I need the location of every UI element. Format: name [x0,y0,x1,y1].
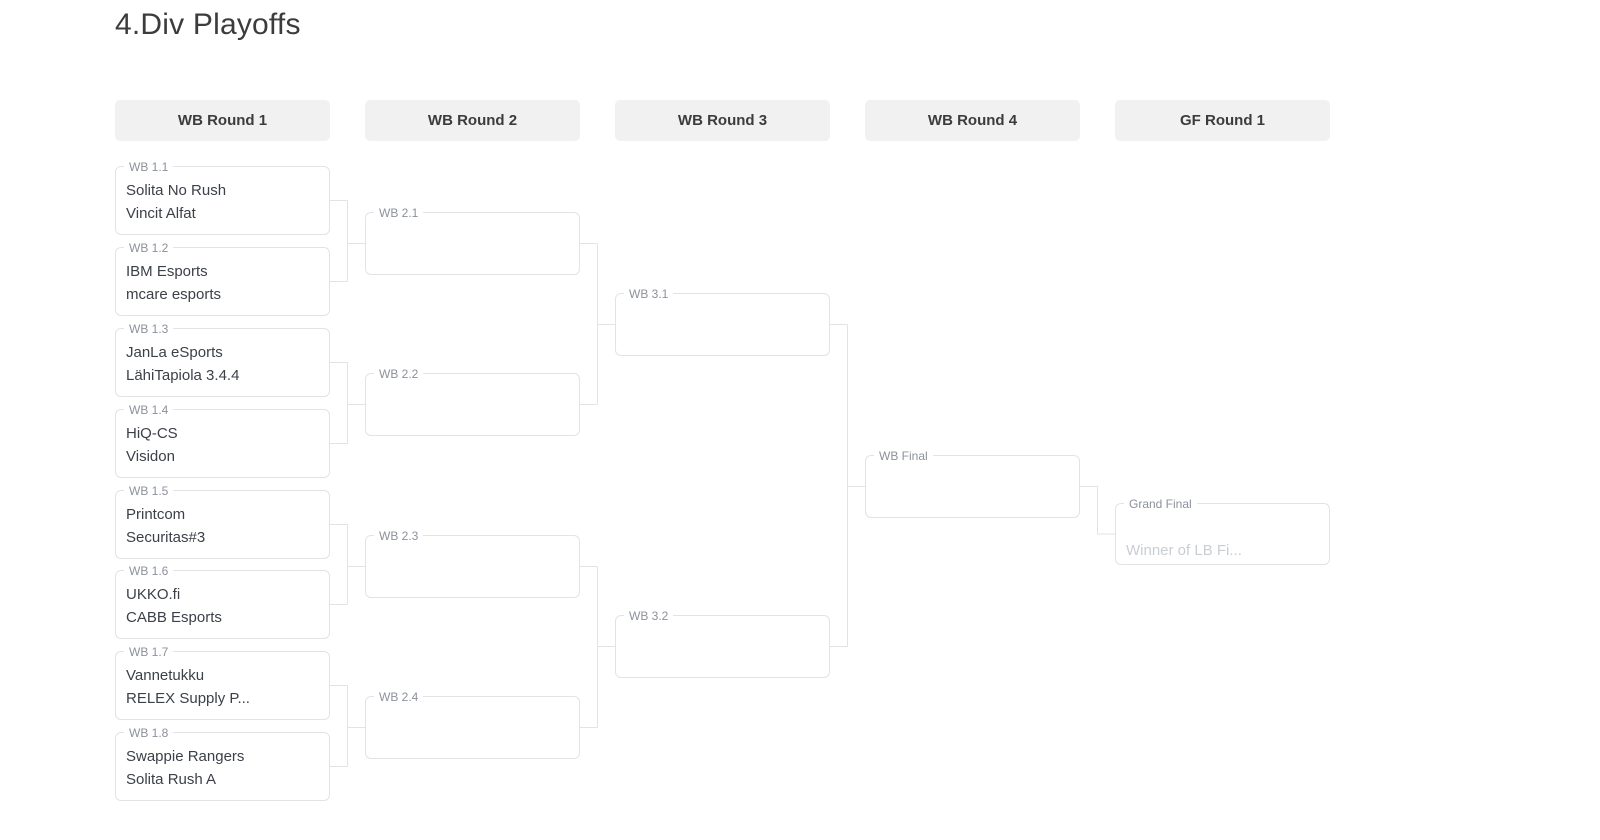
opponents [366,536,579,594]
team-name[interactable]: Solita Rush A [126,771,217,788]
match-wb-final[interactable]: WB Final [865,448,1080,518]
match-label: WB 2.3 [374,528,424,544]
team-slot-empty[interactable] [616,651,829,674]
opponents: Vannetukku RELEX Supply P... [116,652,329,710]
match-wb-1-2[interactable]: WB 1.2 IBM Esports mcare esports [115,240,330,316]
round-header-wb-round-3: WB Round 3 [615,100,830,141]
match-wb-3-2[interactable]: WB 3.2 [615,608,830,678]
match-label: WB 1.8 [124,725,174,741]
team-slot-empty[interactable] [616,628,829,651]
team-name[interactable]: UKKO.fi [126,586,181,603]
match-label: WB 1.7 [124,644,174,660]
match-wb-2-3[interactable]: WB 2.3 [365,528,580,598]
match-label: WB 1.5 [124,483,174,499]
match-label: WB 1.1 [124,159,174,175]
round-header-wb-round-4: WB Round 4 [865,100,1080,141]
match-wb-1-8[interactable]: WB 1.8 Swappie Rangers Solita Rush A [115,725,330,801]
match-wb-1-5[interactable]: WB 1.5 Printcom Securitas#3 [115,483,330,559]
match-label: WB 1.2 [124,240,174,256]
team-name[interactable]: Swappie Rangers [126,748,245,765]
opponents: HiQ-CS Visidon [116,410,329,468]
team-name[interactable]: LähiTapiola 3.4.4 [126,367,240,384]
team-slot-empty[interactable] [1116,516,1329,539]
match-wb-2-4[interactable]: WB 2.4 [365,689,580,759]
match-label: Grand Final [1124,496,1197,512]
team-name[interactable]: Printcom [126,506,186,523]
match-wb-2-2[interactable]: WB 2.2 [365,366,580,436]
opponents: IBM Esports mcare esports [116,248,329,306]
opponents: Solita No Rush Vincit Alfat [116,167,329,225]
team-name[interactable]: mcare esports [126,286,222,303]
team-name[interactable]: Vannetukku [126,667,205,684]
match-grand-final[interactable]: Grand Final Winner of LB Fi... [1115,496,1330,565]
match-label: WB 2.2 [374,366,424,382]
match-wb-1-6[interactable]: WB 1.6 UKKO.fi CABB Esports [115,563,330,639]
match-label: WB 2.1 [374,205,424,221]
opponents: Winner of LB Fi... [1116,504,1329,562]
match-wb-2-1[interactable]: WB 2.1 [365,205,580,275]
team-slot-empty[interactable] [866,468,1079,491]
team-name[interactable]: CABB Esports [126,609,222,626]
opponents [366,697,579,755]
match-label: WB 3.2 [624,608,674,624]
team-slot-empty[interactable] [366,548,579,571]
team-slot-empty[interactable] [366,409,579,432]
opponents [366,374,579,432]
round-header-wb-round-2: WB Round 2 [365,100,580,141]
team-slot-empty[interactable] [616,329,829,352]
team-slot-empty[interactable] [366,709,579,732]
opponents [866,456,1079,514]
opponents: UKKO.fi CABB Esports [116,571,329,629]
opponents [616,294,829,352]
team-name[interactable]: IBM Esports [126,263,208,280]
match-label: WB 3.1 [624,286,674,302]
team-slot-empty[interactable] [366,732,579,755]
opponents: JanLa eSports LähiTapiola 3.4.4 [116,329,329,387]
match-label: WB 1.4 [124,402,174,418]
team-name[interactable]: JanLa eSports [126,344,223,361]
match-label: WB Final [874,448,933,464]
team-name[interactable]: Securitas#3 [126,529,206,546]
page-title: 4.Div Playoffs [115,8,301,41]
match-label: WB 2.4 [374,689,424,705]
team-slot-empty[interactable] [366,386,579,409]
opponents: Swappie Rangers Solita Rush A [116,733,329,791]
match-wb-1-4[interactable]: WB 1.4 HiQ-CS Visidon [115,402,330,478]
placeholder-team[interactable]: Winner of LB Fi... [1126,542,1242,559]
opponents [366,213,579,271]
opponents [616,616,829,674]
opponents: Printcom Securitas#3 [116,491,329,549]
team-slot-empty[interactable] [366,571,579,594]
team-slot-empty[interactable] [866,491,1079,514]
round-header-gf-round-1: GF Round 1 [1115,100,1330,141]
team-name[interactable]: RELEX Supply P... [126,690,250,707]
team-name[interactable]: Visidon [126,448,175,465]
team-name[interactable]: Vincit Alfat [126,205,196,222]
team-name[interactable]: Solita No Rush [126,182,227,199]
match-wb-1-3[interactable]: WB 1.3 JanLa eSports LähiTapiola 3.4.4 [115,321,330,397]
team-name[interactable]: HiQ-CS [126,425,178,442]
match-label: WB 1.6 [124,563,174,579]
team-slot-empty[interactable] [366,248,579,271]
team-slot-empty[interactable] [616,306,829,329]
match-wb-1-1[interactable]: WB 1.1 Solita No Rush Vincit Alfat [115,159,330,235]
round-header-wb-round-1: WB Round 1 [115,100,330,141]
match-wb-1-7[interactable]: WB 1.7 Vannetukku RELEX Supply P... [115,644,330,720]
match-label: WB 1.3 [124,321,174,337]
match-wb-3-1[interactable]: WB 3.1 [615,286,830,356]
team-slot-empty[interactable] [366,225,579,248]
